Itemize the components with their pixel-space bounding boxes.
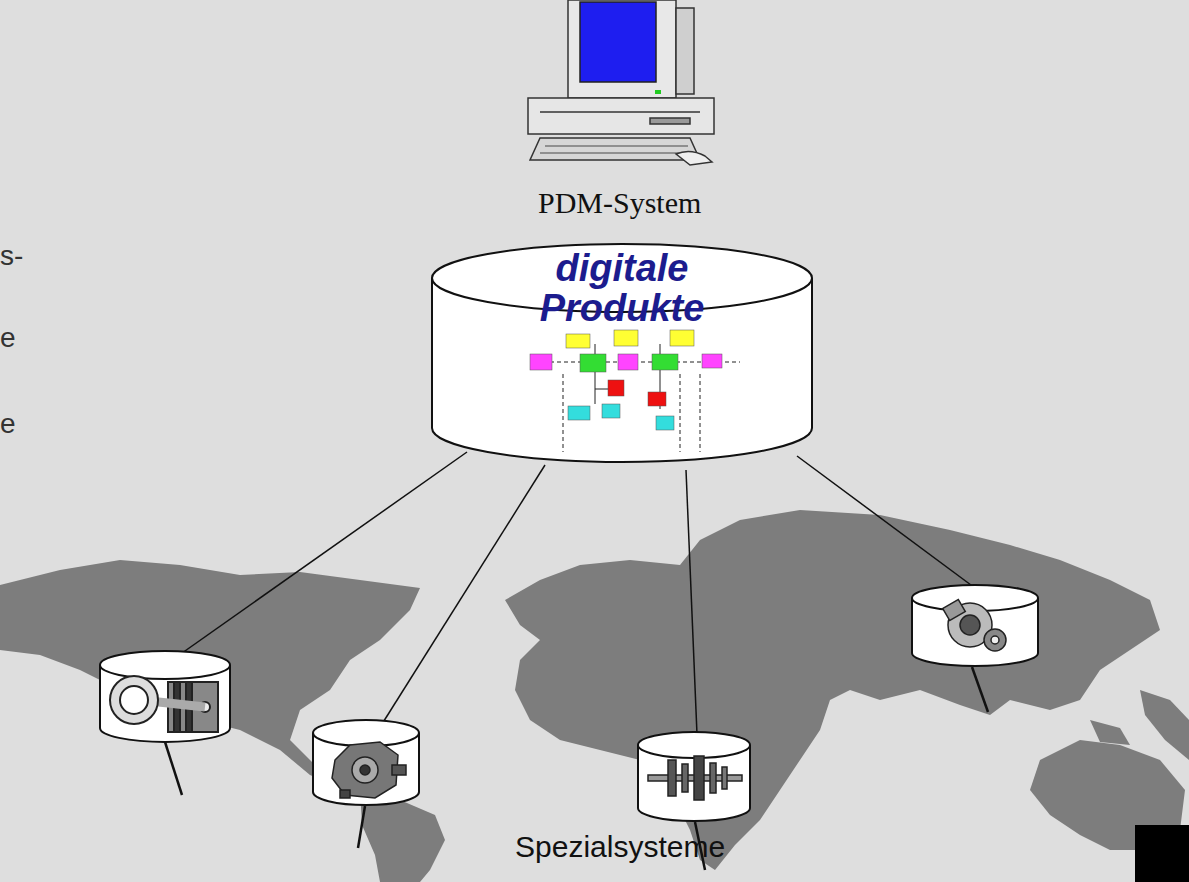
database-title: digitale Produkte (430, 242, 814, 328)
database-cylinder: digitale Produkte (430, 242, 814, 464)
cut-text: e (0, 408, 16, 440)
cut-text: s- (0, 240, 23, 272)
system-title: PDM-System (538, 186, 701, 220)
cut-text: e (0, 322, 16, 354)
system-caption: Spezialsysteme (515, 830, 725, 864)
